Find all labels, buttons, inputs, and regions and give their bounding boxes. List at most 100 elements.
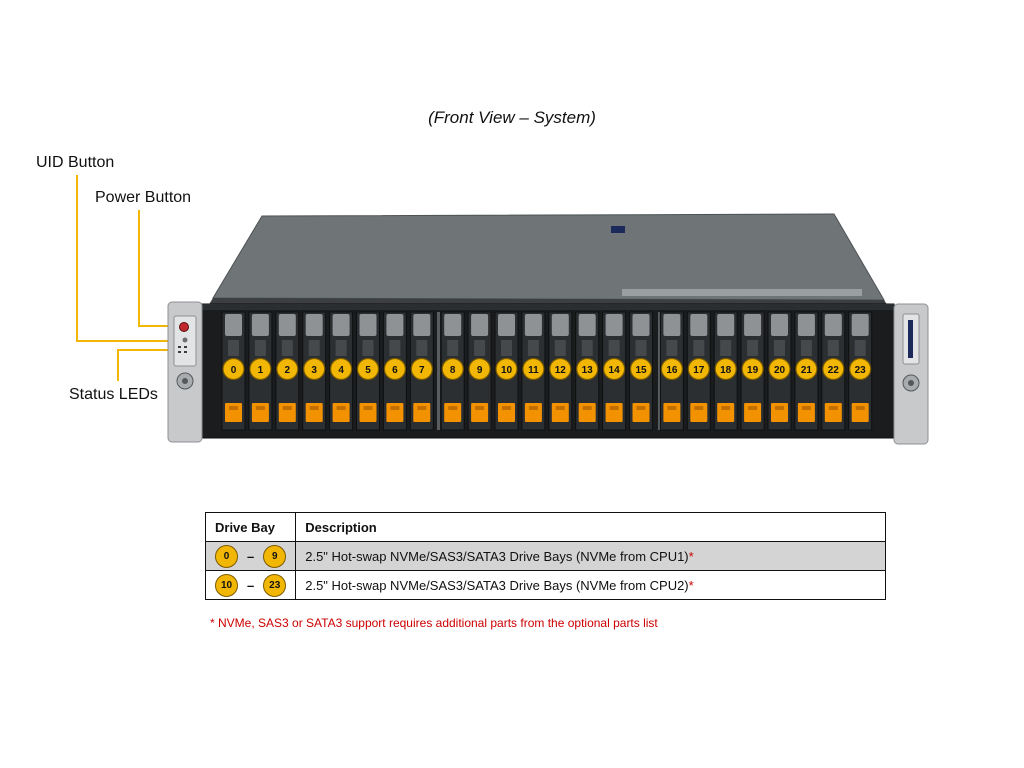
drive-latch-detail [667,406,677,410]
diagram-title: (Front View – System) [428,108,596,127]
drive-bay-0: 0 [221,311,246,431]
drive-tray-release [251,314,269,336]
drive-tray-vent [254,340,266,356]
drive-latch-detail [555,406,565,410]
bay-number-badge [741,357,764,381]
drive-latch [824,403,842,422]
status-led-1 [178,346,181,348]
drive-latch [663,403,681,422]
drive-latch [578,403,596,422]
drive-tray-release [359,314,377,336]
drive-latch [771,403,788,422]
drive-latch [632,403,650,422]
drive-tray-vent [800,340,812,356]
drive-latch-detail [855,406,865,410]
bay-number-label: 16 [666,365,678,376]
bay-number-badge [795,357,818,381]
drive-tray-release [332,314,350,336]
drive-latch [413,403,431,422]
drive-tray-vent [554,340,566,356]
drive-latch-detail [229,406,238,410]
bay-number-badge [330,357,353,381]
bay-number-badge [576,357,599,381]
drive-latch-detail [309,406,319,410]
bay-number-label: 21 [801,365,813,376]
bay-number-badge [356,357,380,381]
bay-number-label: 17 [693,365,705,376]
drive-latch [278,403,296,422]
description-text: 2.5" Hot-swap NVMe/SAS3/SATA3 Drive Bays… [305,577,689,593]
power-callout-line-h [138,325,176,327]
drive-latch-detail [582,406,592,410]
status-leds-label: Status LEDs [69,386,158,403]
description-text: 2.5" Hot-swap NVMe/SAS3/SATA3 Drive Bays… [305,548,689,564]
bay-range: 0–9 [204,541,297,571]
bay-number-badge [441,357,464,381]
drive-latch-detail [694,406,704,410]
drive-latch [444,403,462,422]
drive-bay-5: 5 [356,311,380,431]
drive-tray-vent [581,340,593,356]
drive-bay-7: 7 [409,311,434,431]
drive-tray-vent [527,340,539,356]
drive-tray-release [278,314,296,336]
drive-bay-15: 15 [629,311,653,431]
drive-tray-vent [827,340,839,356]
range-dash: – [247,577,255,593]
drive-tray-vent [635,340,647,356]
drive-latch [359,403,377,422]
bay-description: 2.5" Hot-swap NVMe/SAS3/SATA3 Drive Bays… [295,570,886,600]
drive-tray-vent [362,340,374,356]
drive-tray-release [551,314,569,336]
drive-tray-vent [608,340,620,356]
bay-number-label: 22 [828,365,840,376]
bay-badge-from: 0 [215,544,238,568]
drive-latch [690,403,708,422]
bay-number-badge [602,357,626,381]
bay-number-badge [768,357,791,381]
bay-number-label: 23 [855,365,867,376]
drive-tray-release [771,314,788,336]
drive-tray-release [305,314,323,336]
bay-number-label: 12 [555,365,567,376]
top-label [622,289,862,296]
drive-bay-8: 8 [440,311,465,431]
drive-latch [225,403,242,422]
drive-latch [386,403,404,422]
bay-number-badge [687,357,710,381]
drive-tray-release [605,314,623,336]
bay-number-label: 20 [774,365,786,376]
bay-number-label: 14 [609,365,621,376]
bay-number-badge [522,357,545,381]
bay-number-badge [660,357,684,381]
drive-bay-3: 3 [302,311,327,431]
drive-tray-vent [228,340,239,356]
drive-latch [717,403,735,422]
drive-latch-detail [417,406,427,410]
leds-callout-line-v [117,349,119,381]
bay-badge-to: 23 [263,573,287,597]
bay-number-badge [249,357,272,381]
drive-bay-2: 2 [275,311,300,431]
drive-latch-detail [336,406,346,410]
bay-badge-to: 9 [263,544,287,568]
drive-tray-vent [308,340,320,356]
bay-number-label: 7 [419,365,425,376]
drive-latch [551,403,569,422]
drive-latch-detail [502,406,511,410]
drive-tray-vent [501,340,512,356]
bay-number-label: 0 [231,365,237,376]
bay-number-label: 6 [392,365,398,376]
uid-button-icon [182,337,188,343]
drive-tray-vent [389,340,401,356]
drive-tray-vent [747,340,759,356]
drive-tray-release [632,314,650,336]
drive-bay-23: 23 [848,311,873,431]
bay-number-label: 15 [635,365,647,376]
bay-number-badge [303,357,326,381]
drive-tray-release [471,314,489,336]
drive-bay-21: 21 [794,311,819,431]
drive-latch [332,403,350,422]
drive-tray-release [797,314,815,336]
drive-latch-detail [748,406,758,410]
